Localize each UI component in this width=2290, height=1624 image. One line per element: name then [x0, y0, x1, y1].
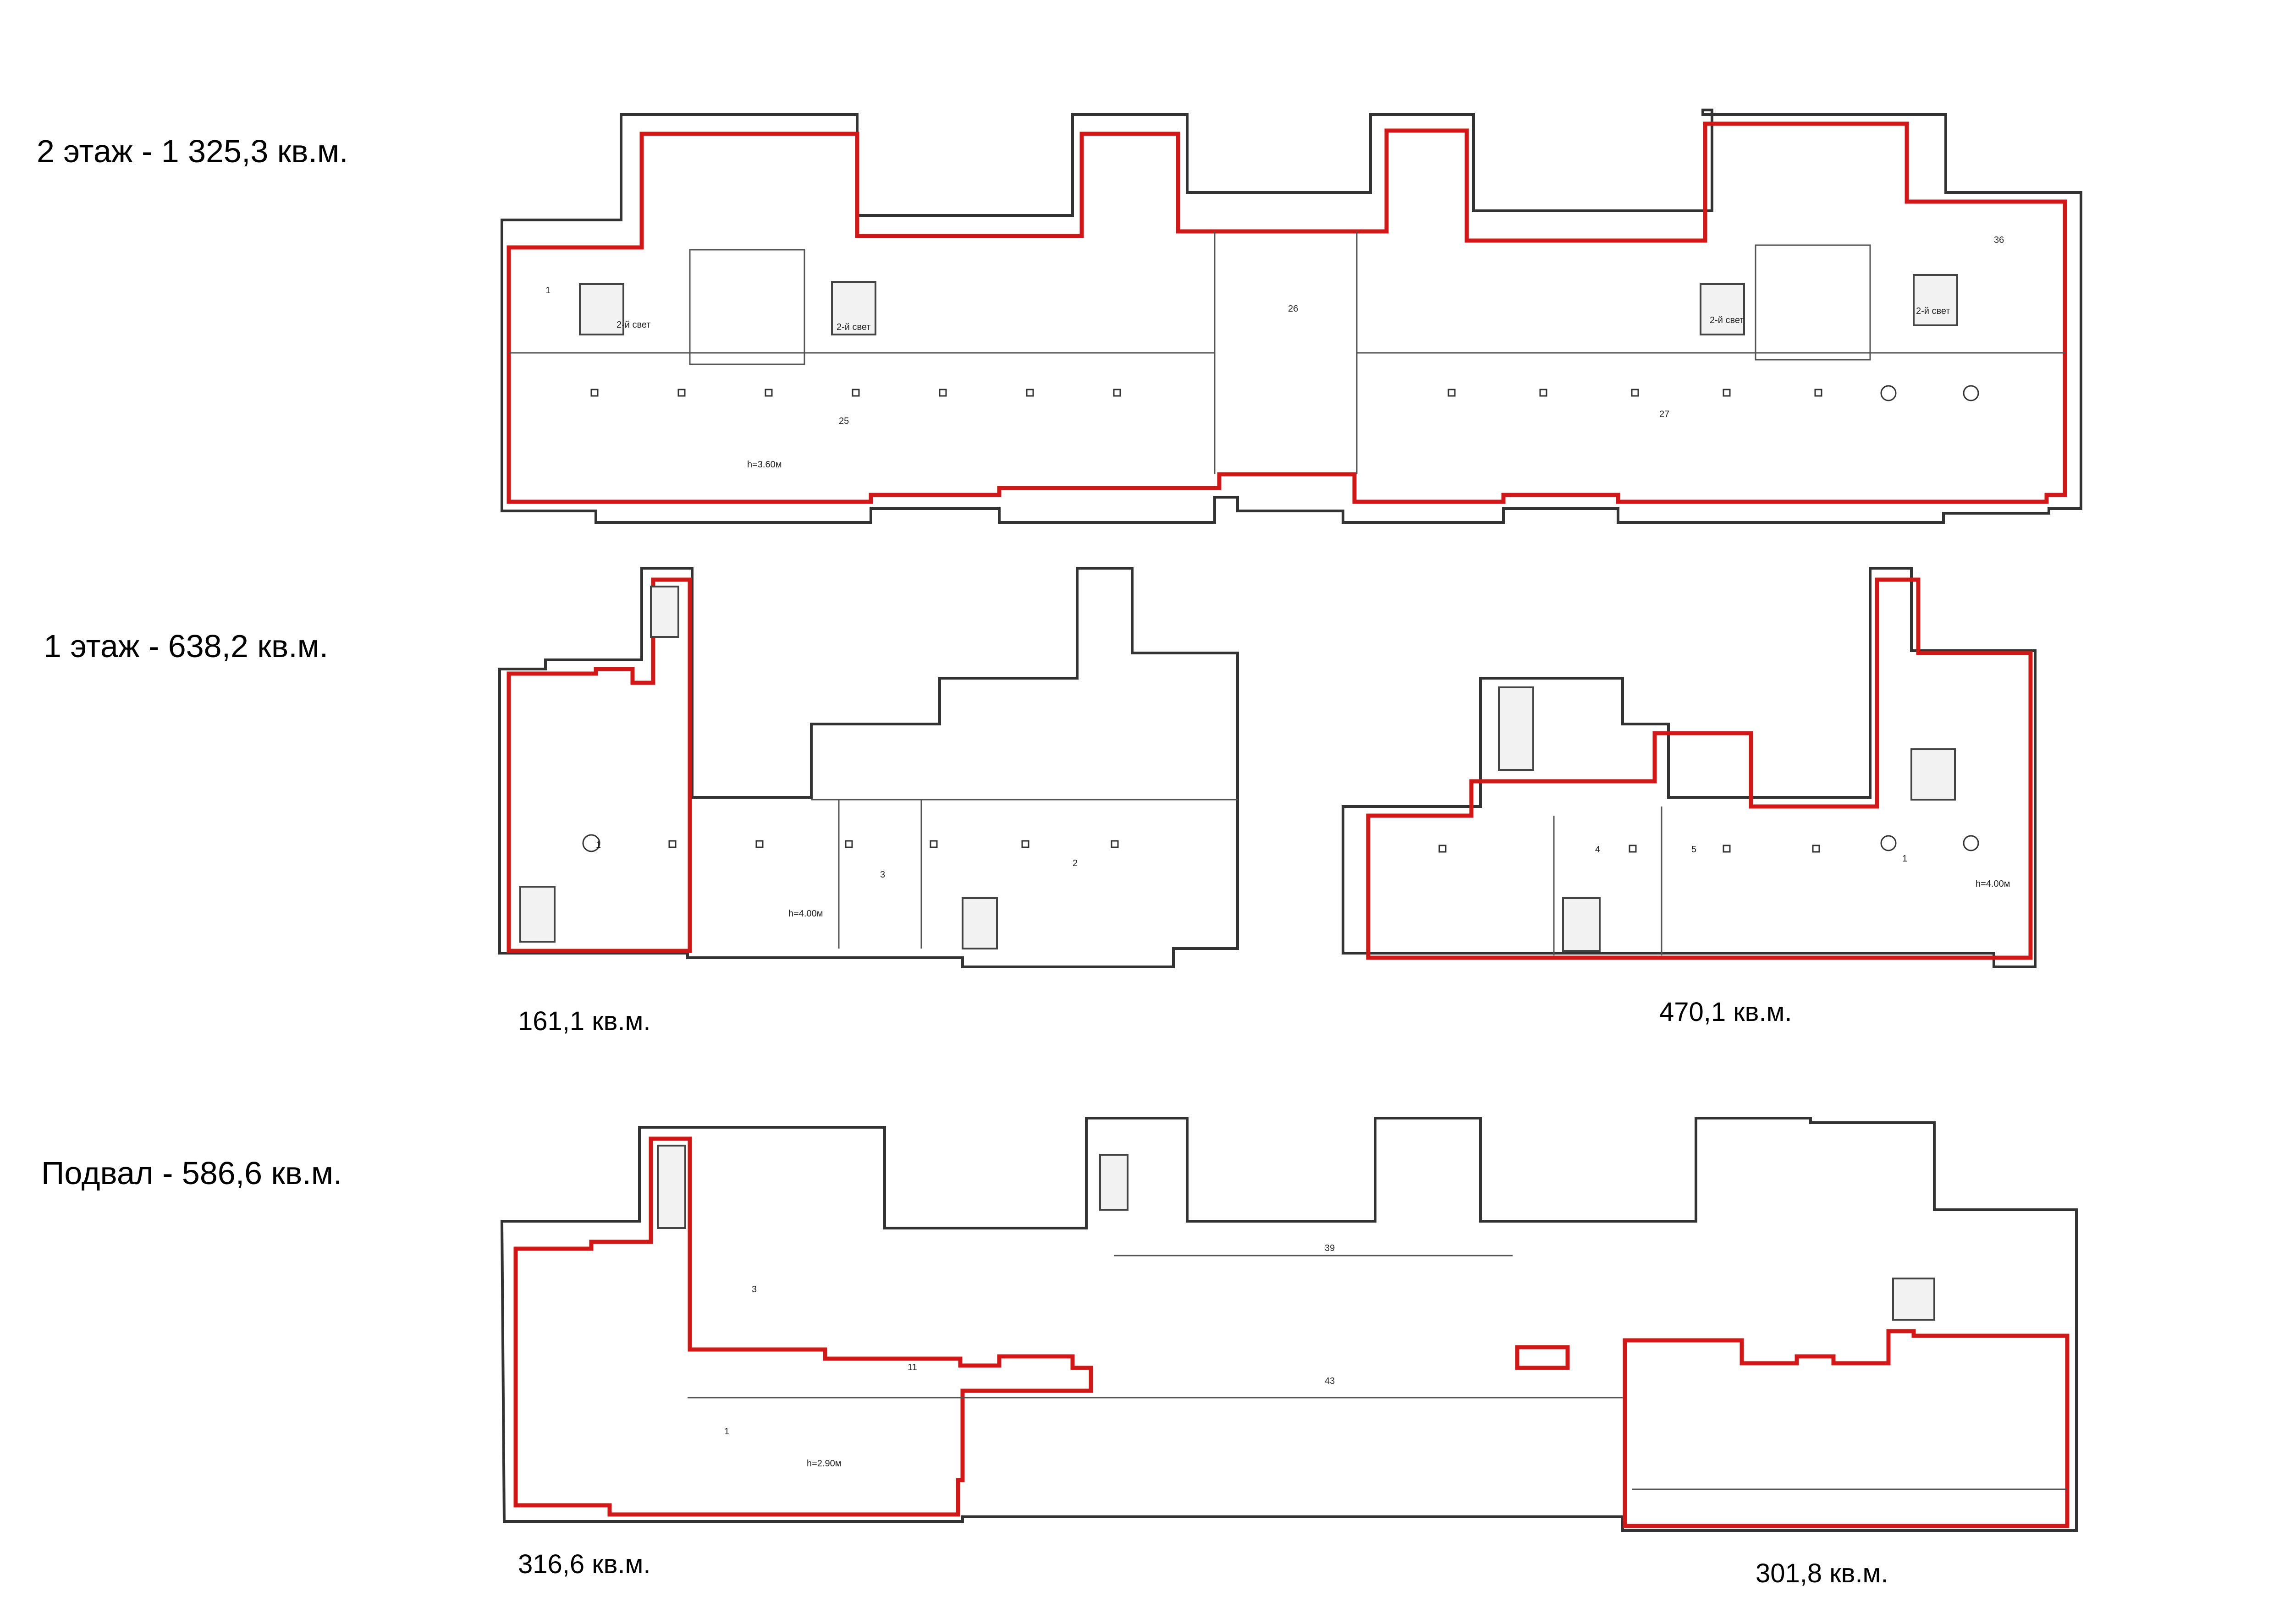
- floor-2-stair-4: [1913, 274, 1958, 326]
- floor-2-room-1: 1: [545, 285, 550, 296]
- basement-left-lease-outline: [513, 1136, 1093, 1517]
- floor-1-left-stair-3: [962, 897, 998, 949]
- floor-1-left-room-1: 1: [596, 840, 601, 850]
- basement-room-39: 39: [1325, 1243, 1335, 1253]
- floor-1-right-lease-outline: [1366, 577, 2033, 960]
- basement-stair-3: [1099, 1154, 1128, 1211]
- floor-1-left-room-2: 2: [1073, 858, 1078, 868]
- floor-1-left-ceiling-height: h=4.00м: [788, 909, 823, 919]
- floor-2-plan: 25 26 27 1 36 2-й свет 2-й свет 2-й свет…: [501, 109, 2082, 524]
- basement-room-1: 1: [724, 1426, 729, 1437]
- floor-2-second-light-2: 2-й свет: [837, 322, 871, 332]
- floor-2-second-light-4: 2-й свет: [1916, 306, 1950, 316]
- floor-2-room-25: 25: [839, 416, 849, 426]
- basement-right-area: 301,8 кв.м.: [1756, 1558, 1888, 1588]
- floor-1-left-columns: [668, 840, 1119, 848]
- floor-1-left-outer-wall: [498, 567, 1239, 968]
- basement-small-lease-room: [1515, 1345, 1570, 1370]
- basement-outer-wall: [500, 1117, 2078, 1532]
- floor-2-stair-2: [831, 281, 876, 335]
- floor-2-room-26: 26: [1288, 304, 1298, 314]
- floor-1-right-room-4: 4: [1595, 845, 1600, 855]
- floor-1-title: 1 этаж - 638,2 кв.м.: [44, 628, 329, 664]
- floor-1-right-outer-wall: [1342, 567, 2037, 968]
- floor-2-room-27: 27: [1659, 409, 1669, 419]
- floor-1-right-stair-1: [1562, 897, 1601, 952]
- basement-ceiling-height: h=2.90м: [807, 1459, 841, 1469]
- basement-title: Подвал - 586,6 кв.м.: [41, 1155, 342, 1191]
- floor-1-right-stair-3: [1498, 686, 1534, 771]
- floor-1-right-stair-2: [1910, 748, 1956, 801]
- floor-2-atrium-left: [689, 249, 805, 365]
- floor-2-stair-1: [579, 283, 624, 335]
- floor-2-title: 2 этаж - 1 325,3 кв.м.: [37, 133, 348, 169]
- floor-1-right-columns: [1438, 835, 1979, 853]
- basement-room-43: 43: [1325, 1376, 1335, 1386]
- floor-1-left-room-3: 3: [880, 870, 885, 880]
- floor-1-left-stair-1: [650, 586, 679, 638]
- floor-2-atrium-right: [1755, 244, 1871, 361]
- floor-1-left-stair-2: [519, 886, 556, 943]
- floor-2-lease-outline: [506, 121, 2067, 504]
- basement-left-area: 316,6 кв.м.: [518, 1549, 651, 1579]
- basement-room-11: 11: [908, 1362, 917, 1372]
- floor-1-right-area: 470,1 кв.м.: [1659, 997, 1792, 1027]
- basement-stair-1: [657, 1145, 686, 1229]
- floor-1-left-plan: 1 2 3 h=4.00м: [498, 567, 1239, 968]
- floor-2-second-light-1: 2-й свет: [617, 320, 651, 330]
- basement-right-lease-outline: [1623, 1329, 2070, 1528]
- floor-2-ceiling-height: h=3.60м: [747, 460, 782, 470]
- floor-1-right-room-1: 1: [1902, 854, 1907, 864]
- floor-1-left-column: [582, 834, 600, 852]
- floor-1-right-plan: 1 5 4 h=4.00м: [1342, 567, 2037, 968]
- floor-1-left-area: 161,1 кв.м.: [518, 1006, 651, 1036]
- floor-2-outer-wall: [501, 109, 2082, 524]
- floor-2-second-light-3: 2-й свет: [1710, 315, 1744, 325]
- floor-2-room-36: 36: [1994, 235, 2004, 245]
- floor-2-columns: [590, 385, 1979, 401]
- floor-2-stair-3: [1700, 283, 1745, 335]
- floor-1-right-room-5: 5: [1691, 845, 1696, 855]
- basement-plan: 1 11 3 39 43 h=2.90м: [500, 1117, 2078, 1532]
- floor-1-right-ceiling-height: h=4.00м: [1976, 879, 2010, 889]
- floor-1-left-lease-outline: [506, 577, 692, 953]
- basement-room-3: 3: [752, 1284, 757, 1295]
- basement-stair-2: [1892, 1278, 1935, 1321]
